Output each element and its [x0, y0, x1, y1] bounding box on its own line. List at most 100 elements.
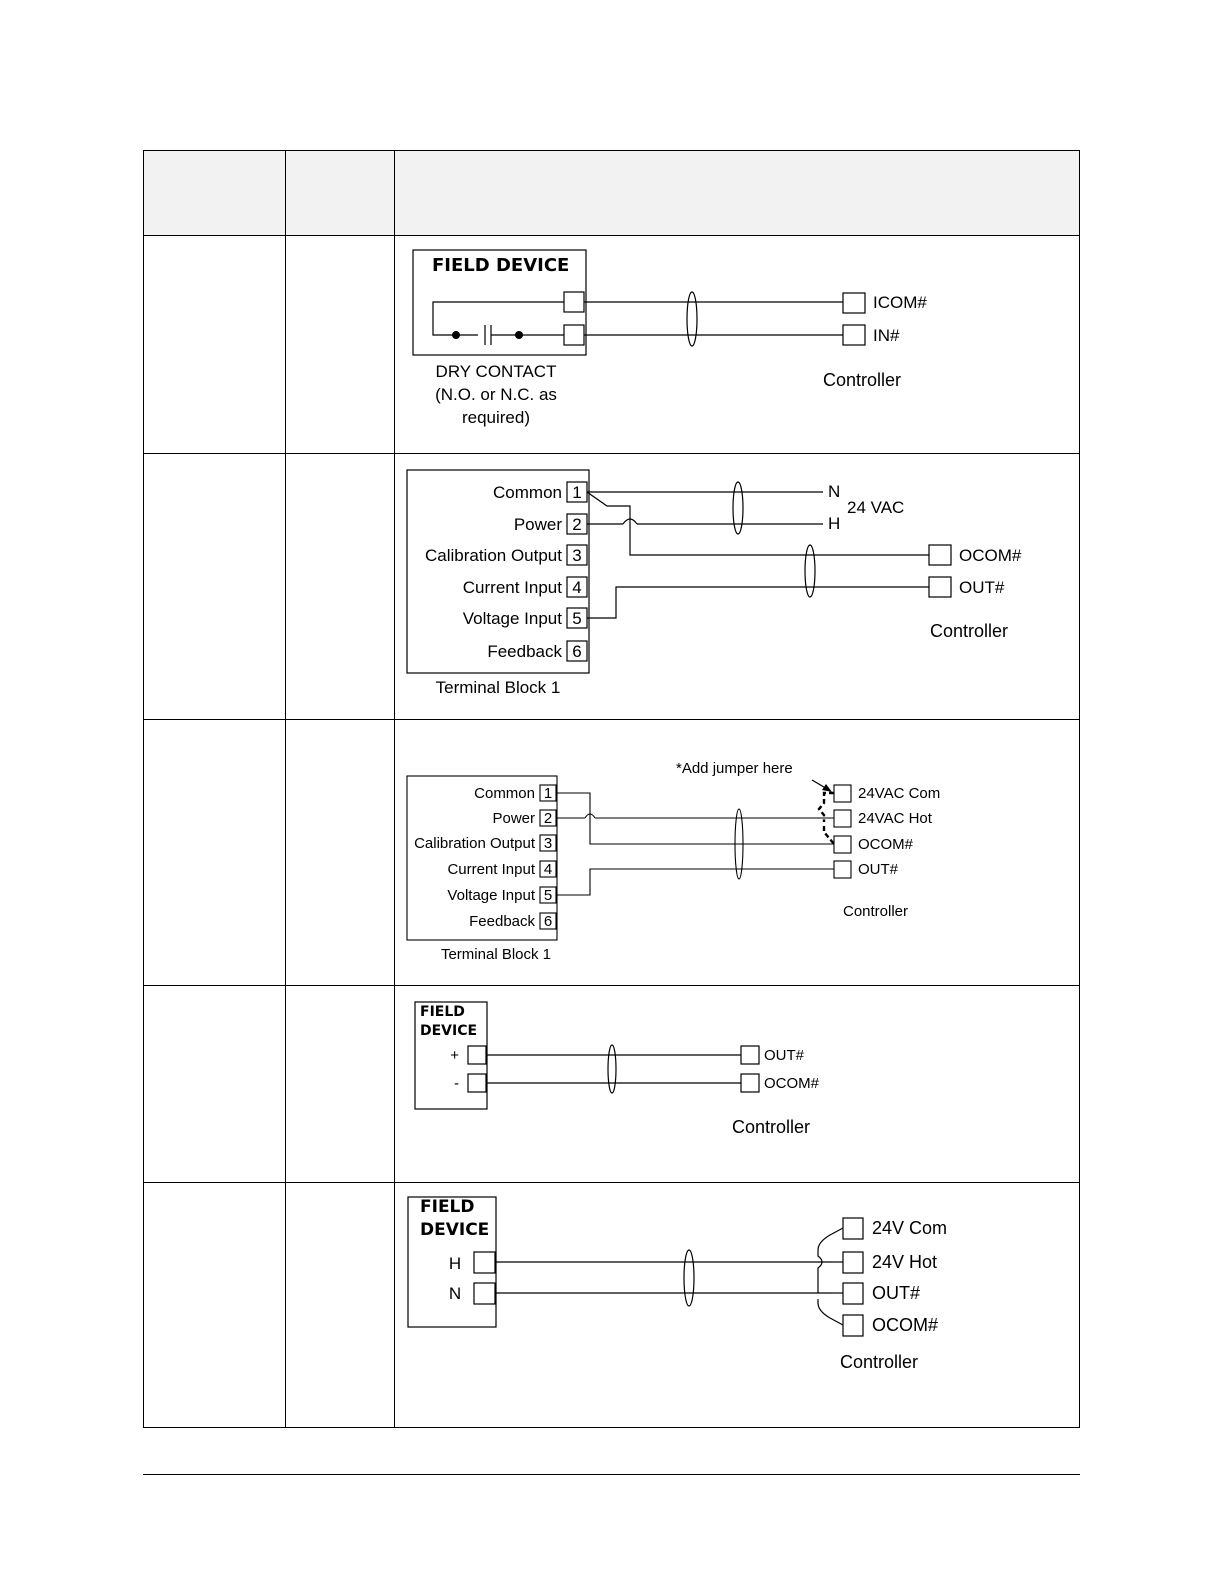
terminal-box — [539, 860, 557, 878]
terminal-label: Common — [493, 483, 562, 502]
terminal-number: 6 — [572, 642, 581, 661]
cable-shield — [804, 544, 816, 598]
terminal-number: 6 — [544, 913, 552, 930]
wire-crossover — [584, 813, 596, 819]
caption-line: DRY CONTACT — [436, 362, 557, 381]
contact-dot — [452, 331, 460, 339]
terminal-label: ICOM# — [873, 293, 927, 312]
controller-label: Controller — [732, 1117, 810, 1137]
terminal-label: Calibration Output — [425, 546, 562, 565]
terminal-number: 2 — [572, 515, 581, 534]
terminal-number: 3 — [572, 546, 581, 565]
terminal-label: OUT# — [858, 861, 899, 878]
terminal-box — [842, 292, 866, 314]
row-divider — [144, 453, 1079, 454]
controller-label: Controller — [840, 1352, 918, 1372]
controller-label: Controller — [930, 621, 1008, 641]
supply-h-label: H — [828, 514, 840, 533]
cable-shield — [734, 808, 744, 880]
n-label: N — [449, 1284, 461, 1303]
jumper-wire — [817, 1227, 844, 1293]
terminal-box — [928, 576, 952, 598]
terminal-box — [842, 1251, 864, 1274]
terminal-number: 3 — [544, 835, 552, 852]
terminal-box — [842, 324, 866, 346]
caption-line: required) — [462, 408, 530, 427]
terminal-label: OCOM# — [858, 836, 914, 853]
wire-crossover — [622, 518, 638, 525]
field-device-label: DEVICE — [420, 1023, 477, 1039]
terminal-label: Current Input — [463, 578, 562, 597]
terminal-label: Feedback — [487, 642, 562, 661]
terminal-label: IN# — [873, 326, 900, 345]
terminal-label: OUT# — [959, 578, 1005, 597]
terminal-box — [539, 834, 557, 852]
jumper-arrowhead — [822, 784, 832, 792]
terminal-label: OCOM# — [764, 1075, 820, 1092]
cable-shield — [683, 1249, 695, 1307]
terminal-number: 1 — [544, 785, 552, 802]
cable-shield — [732, 481, 744, 535]
supply-n-label: N — [828, 482, 840, 501]
cable-shield — [607, 1044, 617, 1094]
terminal-box — [566, 640, 588, 662]
row-divider — [144, 1182, 1079, 1183]
field-device-label: DEVICE — [420, 1220, 489, 1240]
wire — [586, 491, 929, 556]
terminal-box — [833, 835, 852, 854]
terminal-number: 4 — [544, 861, 552, 878]
terminal-label: OCOM# — [872, 1315, 938, 1335]
h-label: H — [449, 1254, 461, 1273]
terminal-box — [740, 1045, 760, 1065]
terminal-number: 2 — [544, 810, 552, 827]
terminal-label: Current Input — [447, 861, 535, 878]
cable-shield — [686, 291, 698, 347]
terminal-box — [740, 1073, 760, 1093]
terminal-label: Power — [492, 810, 535, 827]
terminal-box — [928, 544, 952, 566]
jumper-wire — [817, 1299, 844, 1326]
controller-label: Controller — [843, 903, 908, 920]
column-divider — [285, 151, 286, 1427]
jumper-mark — [817, 791, 834, 822]
field-device-label: FIELD — [420, 1197, 475, 1217]
terminal-label: OUT# — [764, 1047, 805, 1064]
table-header-row — [144, 151, 1079, 236]
terminal-box — [539, 912, 557, 930]
terminal-label: 24VAC Hot — [858, 810, 933, 827]
terminal-block-box — [406, 775, 558, 941]
terminal-box — [842, 1217, 864, 1240]
terminal-box — [566, 576, 588, 598]
terminal-label: 24VAC Com — [858, 785, 940, 802]
terminal-box — [566, 544, 588, 566]
terminal-box — [473, 1282, 496, 1305]
terminal-label: Calibration Output — [414, 835, 536, 852]
field-device-label: FIELD — [420, 1004, 465, 1020]
jumper-note: *Add jumper here — [676, 760, 793, 777]
terminal-block-label: Terminal Block 1 — [436, 678, 561, 697]
contact-dot — [515, 331, 523, 339]
plus-label: + — [450, 1047, 459, 1064]
row-divider — [144, 719, 1079, 720]
wire — [556, 792, 834, 845]
terminal-label: Feedback — [469, 913, 535, 930]
terminal-box — [833, 809, 852, 828]
footer-rule — [143, 1474, 1080, 1475]
field-device-label: FIELD DEVICE — [432, 255, 569, 276]
terminal-number: 5 — [572, 609, 581, 628]
terminal-label: OUT# — [872, 1283, 920, 1303]
terminal-box — [473, 1251, 496, 1274]
terminal-box — [842, 1282, 864, 1305]
terminal-label: OCOM# — [959, 546, 1022, 565]
jumper-mark — [822, 826, 835, 845]
minus-label: - — [454, 1075, 459, 1092]
wiring-table — [143, 150, 1080, 1428]
terminal-label: Power — [514, 515, 563, 534]
row-divider — [144, 985, 1079, 986]
wire — [587, 586, 929, 619]
jumper-marks — [817, 791, 835, 845]
